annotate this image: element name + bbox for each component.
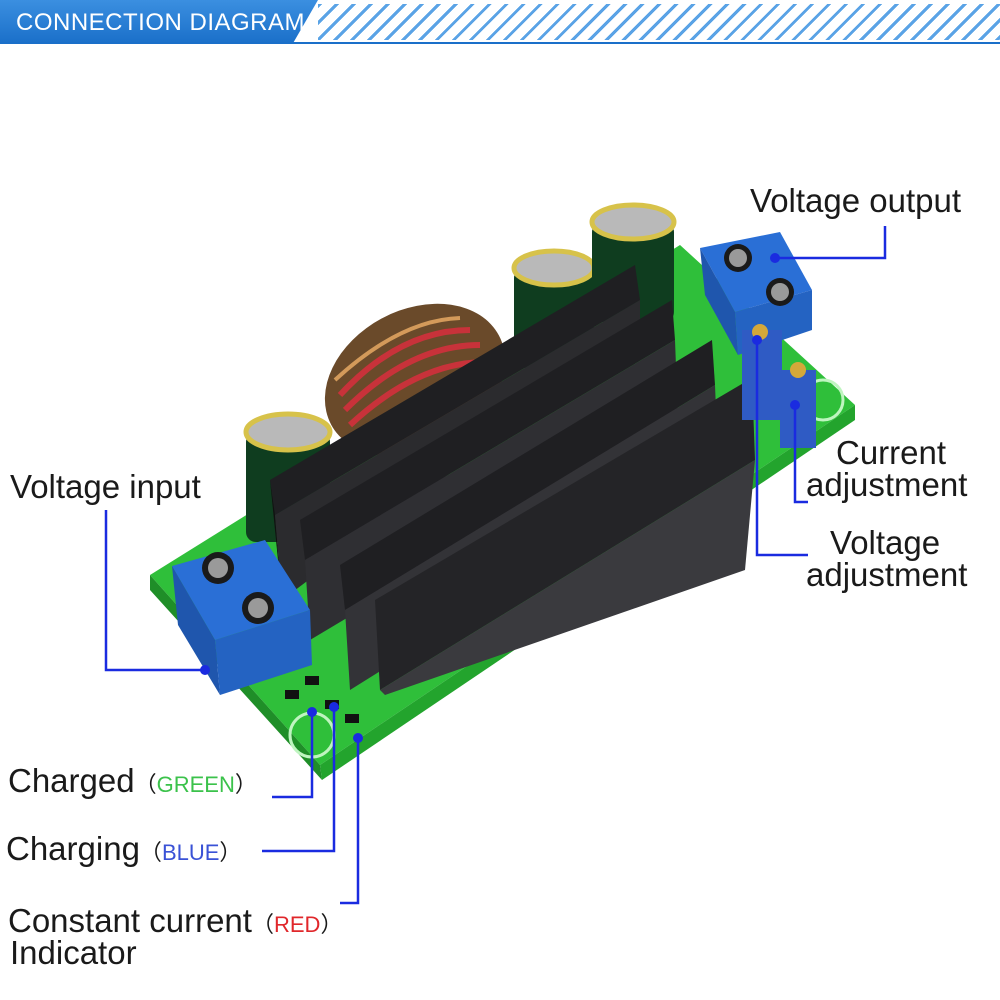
label-charged: Charged（GREEN） xyxy=(8,762,257,799)
potentiometers xyxy=(742,324,816,448)
heatsink xyxy=(270,265,755,695)
label-voltage-adjustment-line1: Voltage xyxy=(830,524,941,561)
label-indicator: Indicator xyxy=(10,934,137,971)
label-current-adjustment-line1: Current xyxy=(836,434,947,471)
label-charging-text: Charging xyxy=(6,830,140,867)
banner-title: CONNECTION DIAGRAM xyxy=(16,9,306,36)
leader-dots xyxy=(200,253,800,743)
banner-tab xyxy=(0,0,318,44)
label-voltage-output: Voltage output xyxy=(750,182,962,219)
label-charging: Charging（BLUE） xyxy=(6,830,242,867)
label-constant-current-text: Constant current xyxy=(8,902,252,939)
banner-stripes xyxy=(318,4,1000,40)
label-current-adjustment-line2: adjustment xyxy=(806,466,968,503)
label-voltage-input: Voltage input xyxy=(10,468,201,505)
label-voltage-adjustment-line2: adjustment xyxy=(806,556,968,593)
leader-lines xyxy=(104,226,887,905)
label-charging-color: BLUE xyxy=(161,840,220,865)
banner-rule xyxy=(0,42,1000,44)
banner: CONNECTION DIAGRAM xyxy=(0,0,1000,44)
input-terminal-block xyxy=(172,540,312,695)
label-charged-text: Charged xyxy=(8,762,135,799)
label-constant-current: Constant current（RED） xyxy=(8,902,343,939)
label-constant-current-color: RED xyxy=(273,912,321,937)
label-charged-color: GREEN xyxy=(156,772,235,797)
